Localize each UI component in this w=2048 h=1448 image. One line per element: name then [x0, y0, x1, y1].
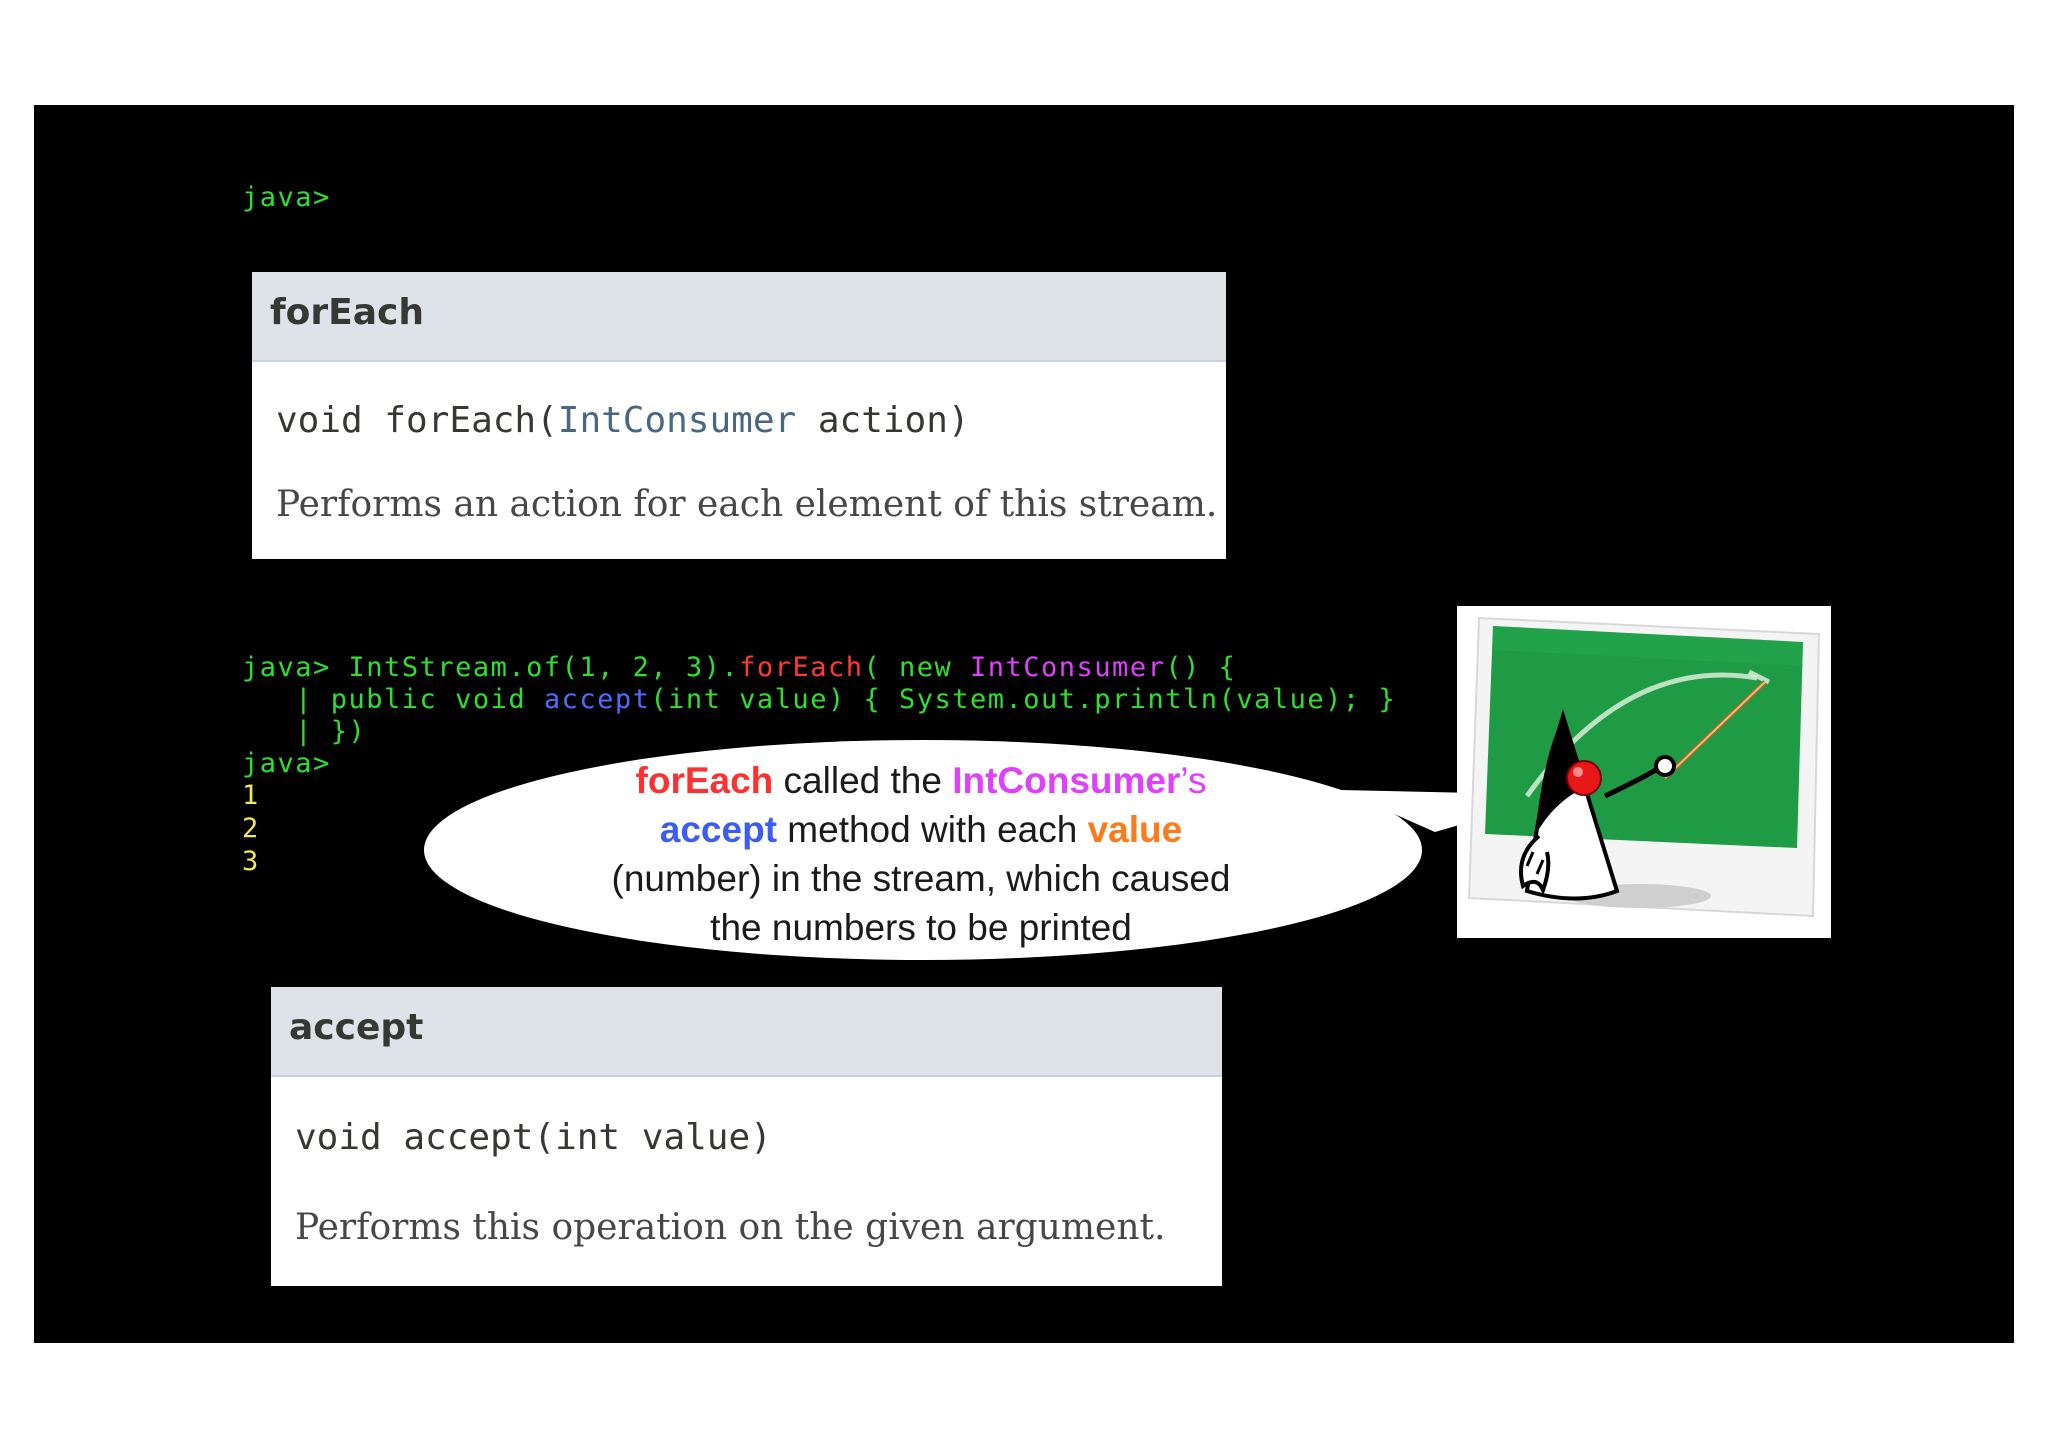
bubble-text: forEach called the IntConsumer’s accept … — [560, 756, 1282, 952]
foreach-signature: void forEach(IntConsumer action) — [276, 400, 970, 441]
cmd-foreach: forEach — [739, 652, 864, 683]
bubble-accept: accept — [659, 809, 778, 850]
foreach-sig-post: action) — [796, 400, 970, 441]
terminal-prompt-top: java> — [242, 182, 331, 213]
bubble-value: value — [1087, 809, 1183, 850]
bubble-intconsumer: IntConsumer — [952, 760, 1181, 801]
cmd-accept: accept — [543, 684, 651, 715]
bubble-line3: (number) in the stream, which caused — [611, 858, 1231, 899]
speech-bubble-body — [424, 740, 1422, 960]
bubble-apostrophe-s: ’s — [1180, 760, 1207, 801]
duke-mascot-icon — [1467, 616, 1821, 918]
accept-doc-header: accept — [271, 987, 1222, 1077]
terminal-prompt-after: java> — [242, 748, 331, 779]
pointer-stick-icon — [1663, 680, 1767, 780]
cmd-public-void: | public void — [242, 684, 544, 715]
cmd-intstream: IntStream.of(1, 2, 3). — [348, 652, 740, 683]
bubble-line4: the numbers to be printed — [710, 907, 1132, 948]
foreach-sig-pre: void forEach( — [276, 400, 558, 441]
accept-doc-title: accept — [289, 1007, 424, 1048]
bubble-line1: forEach called the IntConsumer’s — [560, 756, 1282, 805]
bubble-method-with-each: method with each — [777, 809, 1088, 850]
foreach-doc-header: forEach — [252, 272, 1226, 362]
foreach-doc-panel: forEach void forEach(IntConsumer action)… — [252, 272, 1226, 559]
bubble-foreach: forEach — [635, 760, 774, 801]
output-line: 1 — [242, 780, 260, 811]
accept-description: Performs this operation on the given arg… — [295, 1207, 1166, 1248]
terminal-command-line3: | }) — [242, 716, 367, 747]
foreach-sig-type-link[interactable]: IntConsumer — [557, 400, 797, 441]
cmd-new: ( new — [863, 652, 971, 683]
cmd-prompt: java> — [242, 652, 331, 683]
duke-illustration — [1457, 606, 1831, 938]
terminal-command-line2: | public void accept(int value) { System… — [242, 684, 1396, 715]
foreach-description: Performs an action for each element of t… — [276, 484, 1218, 525]
accept-signature: void accept(int value) — [295, 1117, 772, 1158]
foreach-doc-title: forEach — [270, 292, 425, 333]
output-line: 2 — [242, 813, 260, 844]
cmd-open-brace: () { — [1165, 652, 1237, 683]
accept-doc-panel: accept void accept(int value) Performs t… — [271, 987, 1222, 1286]
bubble-called-the: called the — [773, 760, 953, 801]
terminal-command-line1: java> IntStream.of(1, 2, 3).forEach( new… — [242, 652, 1236, 683]
cmd-intconsumer: IntConsumer — [970, 652, 1166, 683]
output-line: 3 — [242, 846, 260, 877]
cmd-accept-body: (int value) { System.out.println(value);… — [650, 684, 1397, 715]
bubble-line2: accept method with each value — [560, 805, 1282, 854]
